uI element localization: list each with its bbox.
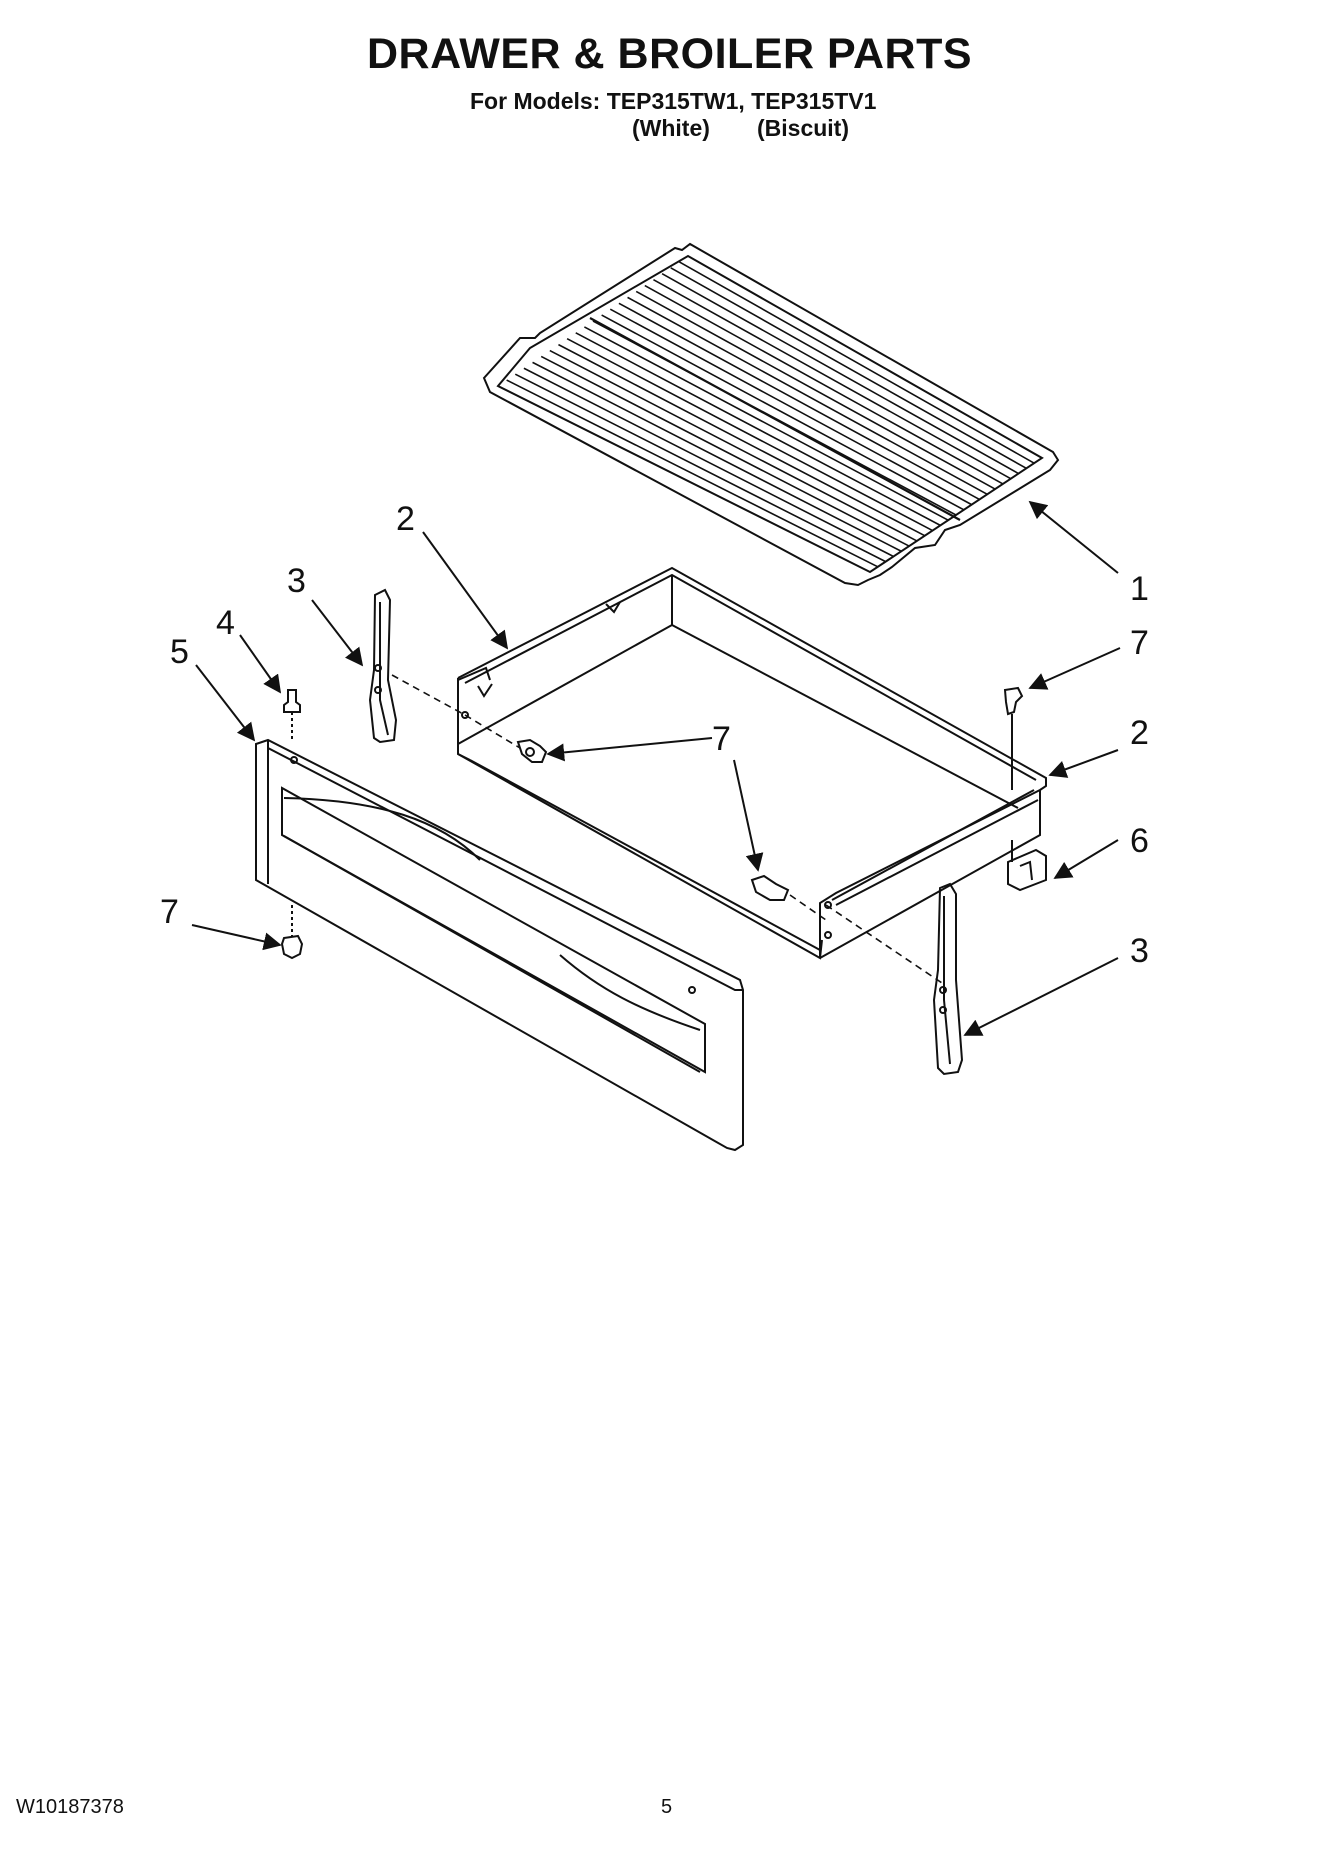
drawer-front-panel [255,738,744,1152]
rack-wire [661,273,1019,475]
callout-2-upper: 2 [396,500,415,538]
screw-center [516,738,548,763]
callout-7-bottom-left: 7 [160,893,179,931]
drawer-body [457,566,1047,960]
rack-wire [575,332,941,527]
screw-lower-center [750,874,790,901]
rack-wire [532,361,902,552]
rack-wire [549,349,918,542]
page-number: 5 [661,1796,673,1818]
rack-wire [558,343,926,537]
callout-7-top-right: 7 [1130,624,1149,662]
document-number: W10187378 [16,1796,124,1818]
rack-wire [644,284,1004,485]
callout-3-left: 3 [287,562,306,600]
pin-screw [283,689,301,740]
rack-wire [583,326,949,521]
rack-wire [609,308,973,506]
page-title: DRAWER & BROILER PARTS [366,30,973,78]
callout-7-center: 7 [712,720,731,758]
rack-wire [506,379,879,568]
callout-4: 4 [216,604,235,642]
rack-wire [635,290,996,490]
callout-1: 1 [1130,570,1149,608]
variant-biscuit: (Biscuit) [757,115,849,141]
rack-wire [523,367,894,558]
screw-top-right [1003,686,1024,790]
leader-lines [191,500,1121,1036]
rack-wire [566,338,933,532]
callout-2-right: 2 [1130,714,1149,752]
assembly-lines [391,674,946,986]
broiler-rack [482,242,1060,587]
models-line: For Models: TEP315TW1, TEP315TV1 [470,88,877,114]
rack-wire [514,373,886,563]
callout-5: 5 [170,633,189,671]
drawer-slide-right [932,882,964,1076]
drawer-slide-left [368,588,398,744]
rack-wire [627,296,988,495]
rack-wire [601,314,965,511]
rack-wire [678,261,1035,464]
rack-wire [670,267,1027,470]
rack-wire [540,355,910,547]
rack-wire [618,302,980,501]
rack-wire [653,278,1012,480]
callout-3-right: 3 [1130,932,1149,970]
mounting-clip [1007,840,1047,892]
screw-bottom-left [280,905,304,960]
variant-white: (White) [632,115,710,141]
callout-6: 6 [1130,822,1149,860]
